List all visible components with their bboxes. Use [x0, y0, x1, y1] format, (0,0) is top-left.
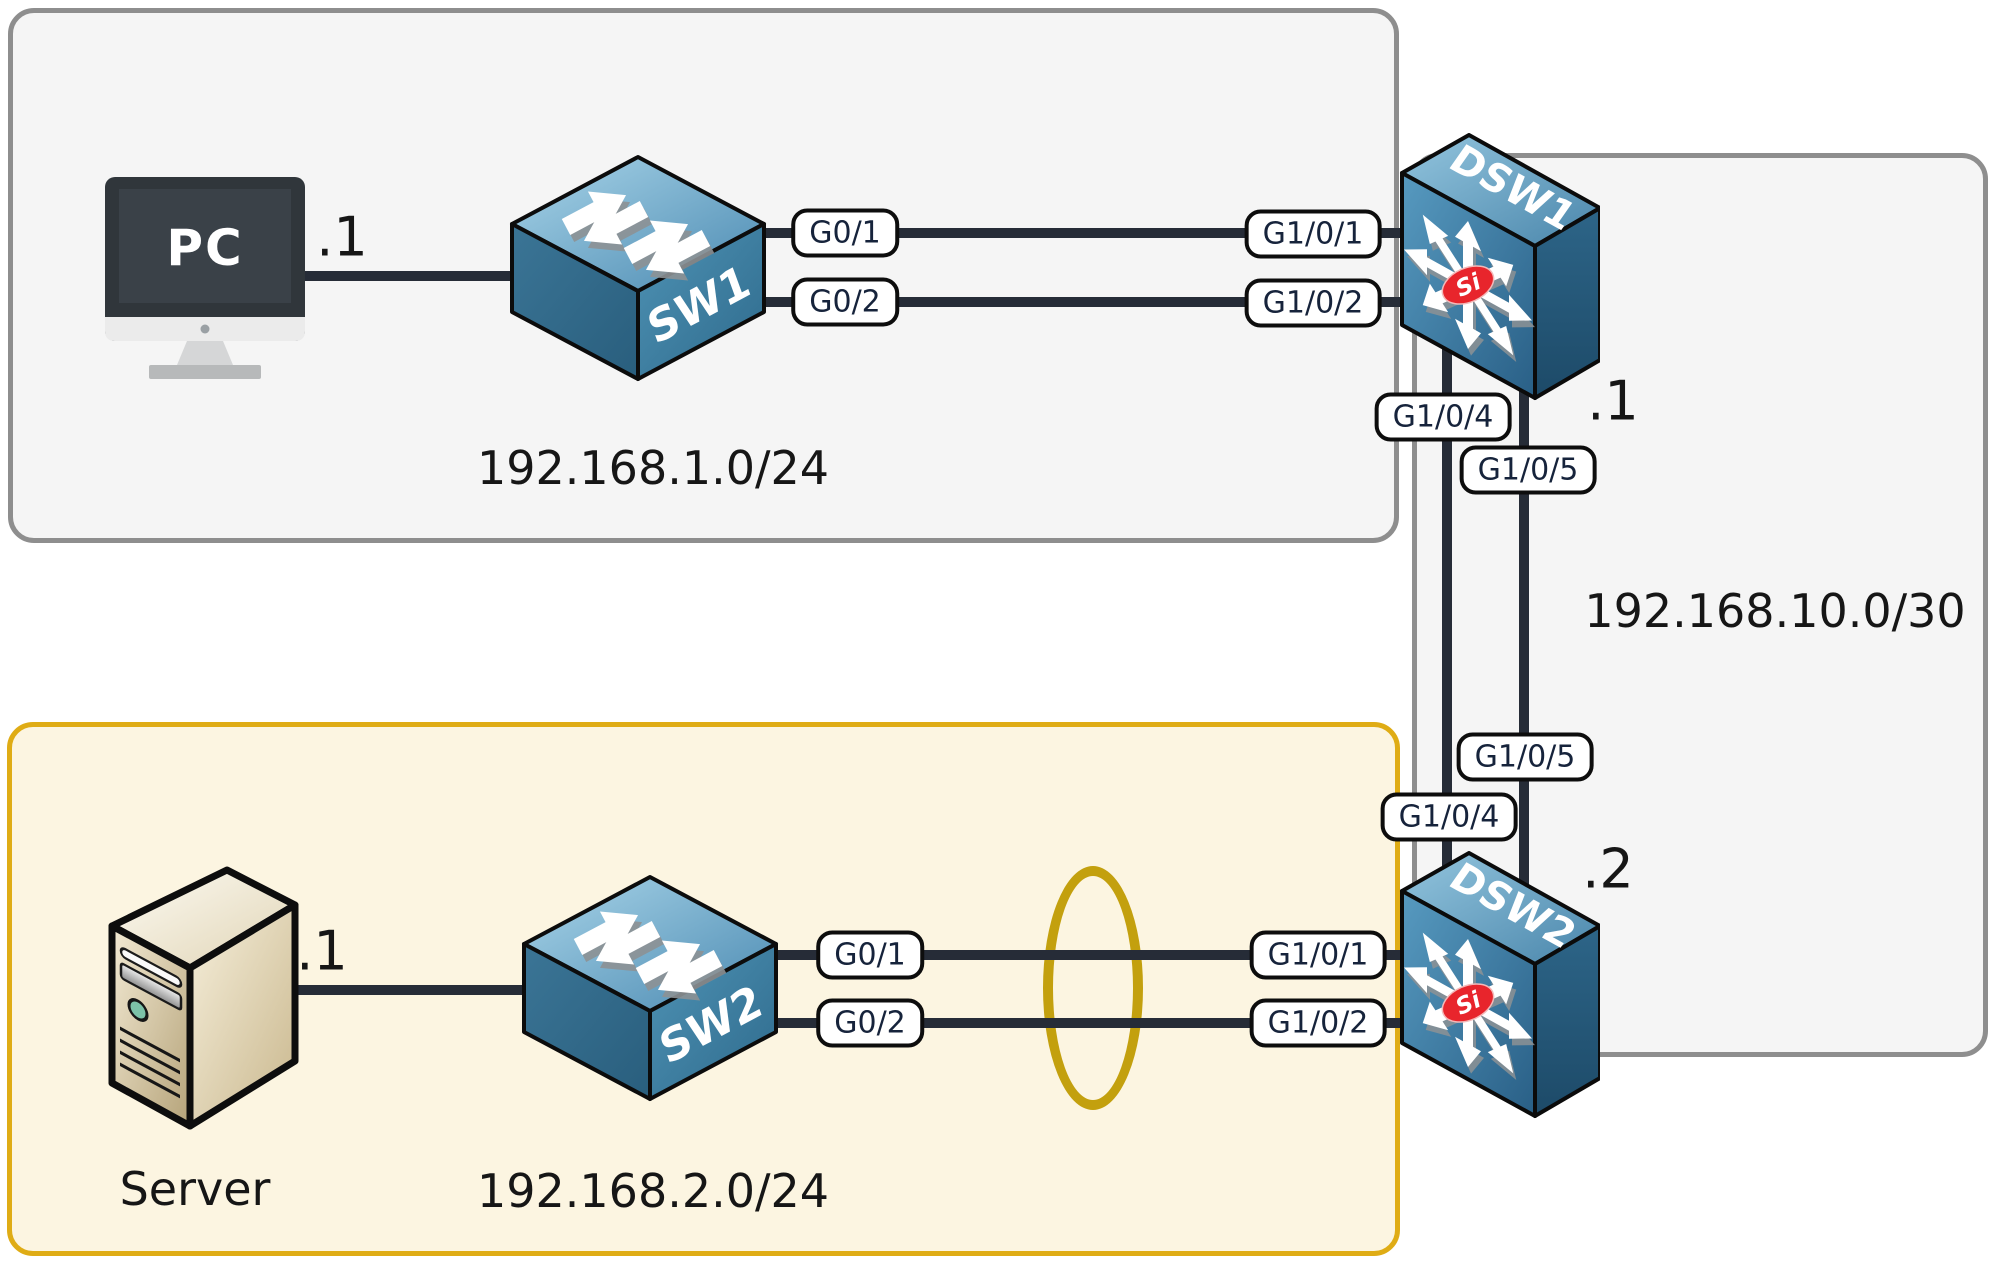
si-badge: Si — [1441, 983, 1495, 1023]
port-label-sw2-g0-1: G0/1 — [816, 930, 924, 980]
dsw1-multilayer-switch-icon: DSW1 Si — [1400, 133, 1600, 400]
port-label-sw1-g0-2: G0/2 — [791, 277, 899, 327]
host-address-dsw2: .2 — [1582, 837, 1634, 901]
subnet-label-lan2: 192.168.2.0/24 — [476, 1164, 830, 1218]
host-address-pc: .1 — [316, 205, 368, 269]
subnet-label-lan1: 192.168.1.0/24 — [476, 441, 830, 495]
host-address-server: .1 — [296, 919, 348, 983]
port-label-dsw1-g1-0-1: G1/0/1 — [1244, 209, 1382, 259]
port-label-sw1-g0-1: G0/1 — [791, 208, 899, 258]
pc-icon: PC — [105, 177, 305, 379]
link-sw2-dsw2-bottom — [760, 1018, 1490, 1028]
link-server-sw2 — [295, 985, 560, 995]
port-label-dsw1-g1-0-2: G1/0/2 — [1244, 278, 1382, 328]
link-dsw1-dsw2-left — [1442, 280, 1452, 920]
port-label-dsw1-g1-0-4: G1/0/4 — [1374, 392, 1512, 442]
etherchannel-ellipse — [1043, 866, 1143, 1110]
pc-label: PC — [166, 219, 243, 277]
link-sw1-dsw1-top — [745, 228, 1490, 238]
port-label-dsw2-g1-0-2: G1/0/2 — [1249, 998, 1387, 1048]
link-dsw1-dsw2-right — [1519, 280, 1529, 920]
server-name-label: Server — [119, 1162, 271, 1216]
sw1-switch-icon: SW1 — [510, 155, 766, 381]
server-icon — [108, 866, 299, 1130]
port-label-dsw1-g1-0-5: G1/0/5 — [1459, 445, 1597, 495]
server-front-details — [119, 947, 183, 1099]
sw2-switch-icon: SW2 — [522, 875, 778, 1101]
subnet-label-core: 192.168.10.0/30 — [1584, 584, 1966, 638]
server-power-button — [127, 998, 149, 1022]
link-sw2-dsw2-top — [760, 950, 1490, 960]
link-pc-sw1 — [300, 271, 555, 281]
dsw2-multilayer-switch-icon: DSW2 Si — [1400, 851, 1600, 1118]
link-sw1-dsw1-bottom — [745, 297, 1490, 307]
server-vents — [120, 1026, 180, 1099]
port-label-sw2-g0-2: G0/2 — [816, 998, 924, 1048]
si-badge: Si — [1441, 265, 1495, 305]
host-address-dsw1: .1 — [1587, 369, 1639, 433]
port-label-dsw2-g1-0-4: G1/0/4 — [1380, 792, 1518, 842]
port-label-dsw2-g1-0-5: G1/0/5 — [1456, 732, 1594, 782]
port-label-dsw2-g1-0-1: G1/0/1 — [1249, 930, 1387, 980]
